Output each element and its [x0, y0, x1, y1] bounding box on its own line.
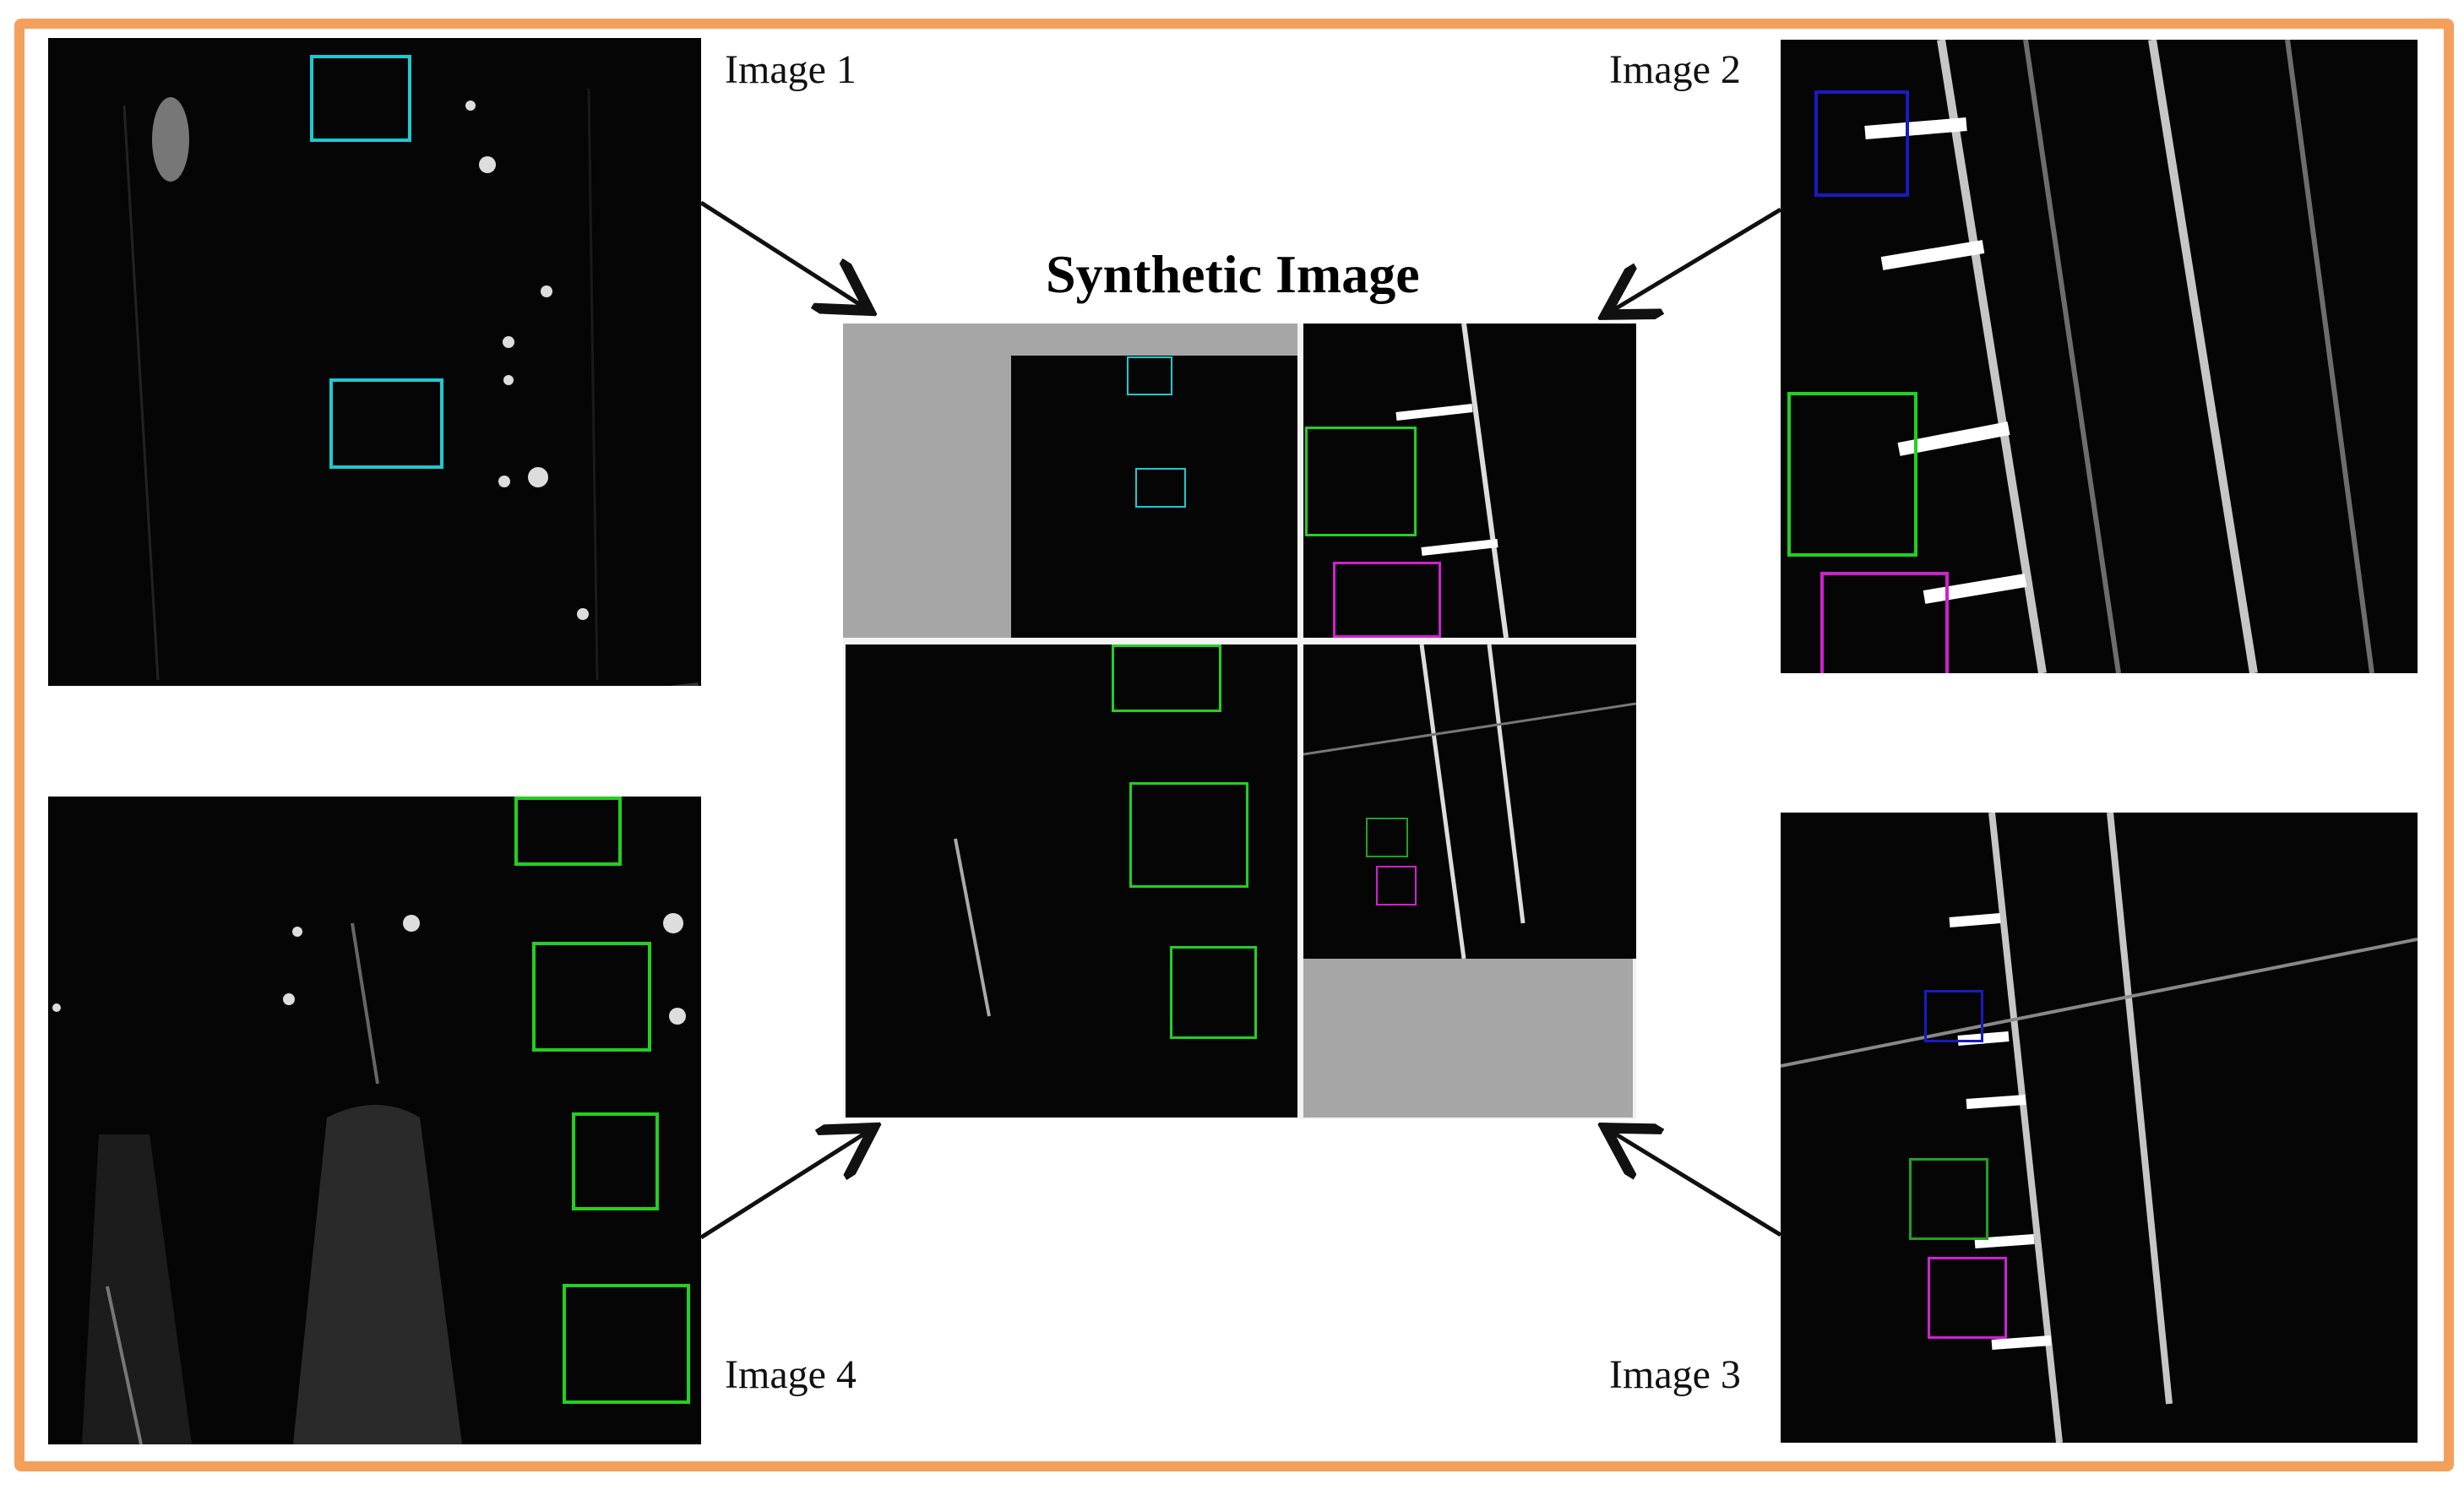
- synthetic-image-composite: [843, 324, 1636, 1119]
- detection-box-green: [532, 942, 651, 1052]
- image-1-panel: [48, 38, 701, 686]
- padding-region: [1303, 959, 1633, 1118]
- synthetic-image-title: Synthetic Image: [1046, 244, 1420, 304]
- composite-quadrant-image-1: [1011, 356, 1297, 638]
- sar-image-2: [1864, 40, 2374, 673]
- detection-box-green: [572, 1112, 659, 1210]
- detection-box-green: [1305, 427, 1417, 536]
- image-3-label: Image 3: [1609, 1352, 1741, 1397]
- detection-box-magenta: [1333, 562, 1441, 638]
- composite-quadrant-image-2: [1303, 324, 1636, 638]
- detection-box-cyan: [329, 378, 443, 469]
- image-4-label: Image 4: [725, 1352, 857, 1397]
- detection-box-cyan: [1127, 356, 1172, 395]
- detection-box-green: [514, 797, 622, 866]
- image-2-panel: [1781, 40, 2418, 673]
- image-1-label: Image 1: [725, 47, 857, 92]
- arrow-image2-to-synthetic: [1609, 207, 1782, 313]
- detection-box-green: [1129, 782, 1248, 888]
- sar-image-1: [122, 88, 699, 686]
- arrow-image4-to-synthetic: [699, 1130, 870, 1240]
- sar-image-3: [1781, 813, 2418, 1443]
- arrow-image3-to-synthetic: [1609, 1130, 1782, 1237]
- arrow-image1-to-synthetic: [699, 200, 866, 308]
- sar-image-4: [52, 913, 686, 1444]
- detection-box-magenta: [1928, 1257, 2007, 1339]
- detection-box-magenta: [1376, 866, 1417, 905]
- detection-box-green: [563, 1284, 690, 1404]
- detection-box-magenta: [1820, 572, 1949, 673]
- detection-box-green: [1366, 818, 1408, 857]
- detection-box-cyan: [1135, 468, 1186, 508]
- detection-box-blue: [1814, 90, 1909, 197]
- image-3-panel: [1781, 813, 2418, 1443]
- detection-box-green: [1170, 946, 1257, 1039]
- detection-box-green: [1787, 392, 1917, 557]
- image-4-panel: [48, 797, 701, 1444]
- composite-quadrant-image-3: [1303, 644, 1636, 959]
- composite-quadrant-image-4: [846, 644, 1297, 1118]
- detection-box-cyan: [310, 55, 411, 142]
- detection-box-blue: [1924, 990, 1983, 1042]
- detection-box-green: [1909, 1158, 1988, 1240]
- image-2-label: Image 2: [1609, 47, 1741, 92]
- detection-box-green: [1112, 644, 1221, 712]
